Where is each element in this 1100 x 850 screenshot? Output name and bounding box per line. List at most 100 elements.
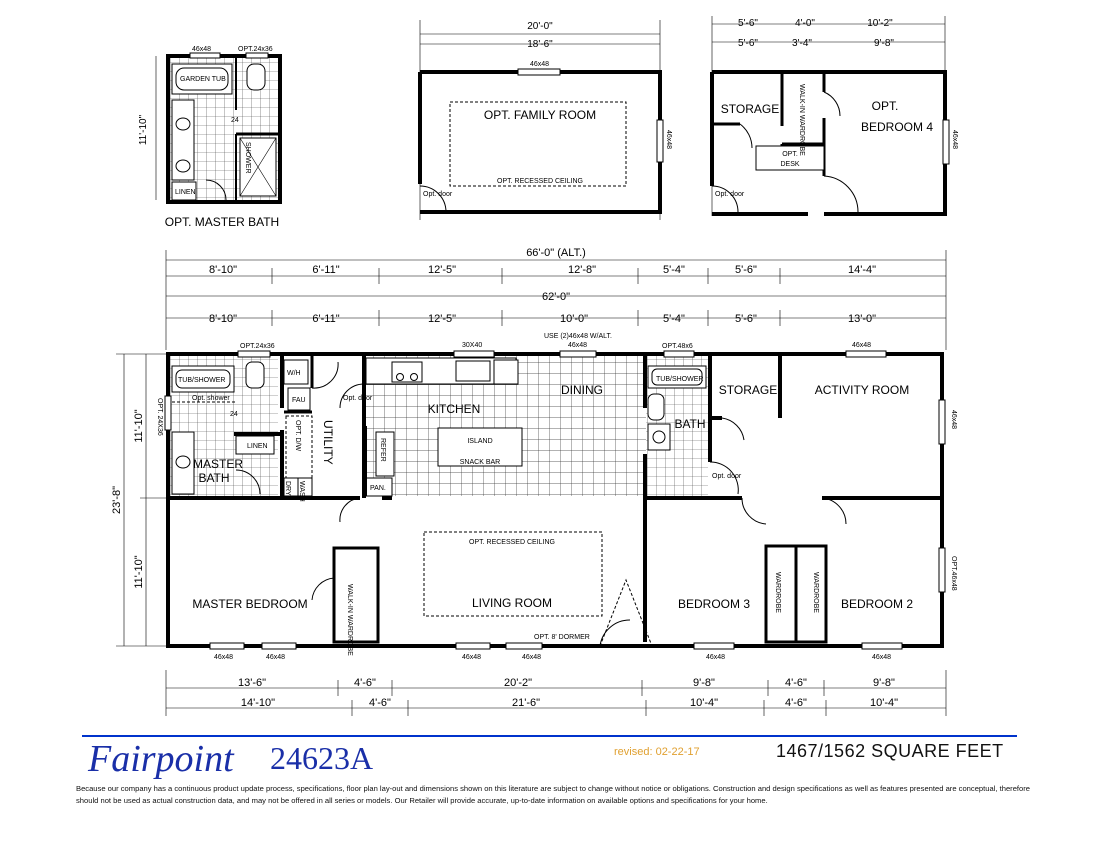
dryer-label: DRY (284, 481, 291, 496)
window-label: 46x48 (462, 654, 481, 661)
brand-name: Fairpoint (88, 738, 234, 780)
water-heater-label: W/H (287, 370, 301, 377)
bottom-dim-row2: 14'-10" 4'-6" 21'-6" 10'-4" 4'-6" 10'-4" (241, 697, 898, 709)
dimension-label: 6'-11" (312, 313, 339, 325)
dimension-label: 5'-4" (663, 313, 685, 325)
dimension-label: 10'-4" (690, 697, 718, 709)
dimension-label: 4'-6" (369, 697, 391, 709)
linen-label: LINEN (175, 189, 196, 196)
dimension-label: 11'-10" (138, 114, 149, 145)
dimension-label: 9'-8" (693, 677, 715, 689)
bottom-dimensions (165, 670, 947, 716)
dimension-label: 12'-5" (428, 264, 456, 276)
window-label: OPT.24x36 (240, 343, 275, 350)
dimension-label: 9'-8" (874, 38, 894, 49)
overall-alt-dimension: 66'-0" (ALT.) (526, 247, 586, 259)
family-room-label: OPT. FAMILY ROOM (484, 108, 596, 122)
overall-dimension: 62'-0" (542, 291, 570, 303)
width-label: 24 (231, 117, 239, 124)
top-dimensions (165, 250, 947, 350)
storage-label: STORAGE (719, 383, 777, 397)
dimension-label: 10'-4" (870, 697, 898, 709)
dimension-label: 4'-6" (785, 697, 807, 709)
dormer-label: OPT. 8' DORMER (534, 634, 590, 641)
dimension-label: 12'-8" (568, 264, 596, 276)
dimension-label: 20'-0" (527, 21, 553, 32)
window-label: OPT.24x36 (238, 46, 273, 53)
wardrobe-label: WALK-IN WARDROBE (798, 84, 805, 156)
window-label: 46x48 (522, 654, 541, 661)
tub-shower-label: TUB/SHOWER (656, 376, 703, 383)
disclaimer-text: Because our company has a continuous pro… (76, 784, 1030, 805)
window-label: 30X40 (462, 342, 482, 349)
dimension-label: 6'-11" (312, 264, 339, 276)
bedroom3-label: BEDROOM 3 (678, 597, 750, 611)
footer-rule (82, 735, 1017, 737)
island-label: ISLAND (467, 438, 492, 445)
recessed-ceiling-label: OPT. RECESSED CEILING (497, 178, 583, 185)
wardrobe-label: WALK-IN WARDROBE (346, 584, 353, 656)
window-label: 46x48 (951, 130, 958, 149)
master-bath-label: BATH (198, 471, 229, 485)
dimension-label: 4'-6" (354, 677, 376, 689)
main-floor-plan: KITCHEN DINING STORAGE ACTIVITY ROOM MAS… (156, 333, 957, 661)
opt-door-label: Opt. door (712, 473, 742, 480)
storage-label: STORAGE (721, 102, 779, 116)
window-note-label: USE (2)46x48 W/ALT. (544, 333, 612, 340)
dimension-label: 5'-6" (738, 18, 758, 29)
living-room-label: LIVING ROOM (472, 596, 552, 610)
bottom-dim-row1: 13'-6" 4'-6" 20'-2" 9'-8" 4'-6" 9'-8" (238, 677, 895, 689)
dimension-label: 10'-0" (560, 313, 588, 325)
opt-master-bath-plan: 46x48 OPT.24x36 GARDEN TUB SHOWER LINEN … (138, 46, 282, 229)
bedroom2-label: BEDROOM 2 (841, 597, 913, 611)
window-label: OPT.48x6 (662, 343, 693, 350)
dimension-label: 5'-4" (663, 264, 685, 276)
desk-label: OPT. (782, 151, 798, 158)
dimension-label: 9'-8" (873, 677, 895, 689)
dimension-label: 13'-6" (238, 677, 266, 689)
dining-label: DINING (561, 383, 603, 397)
desk-label: DESK (780, 161, 799, 168)
dimension-label: 13'-0" (848, 313, 876, 325)
opt-family-room-plan: 20'-0" 18'-6" 46x48 46x48 OPT. FAMILY RO… (418, 20, 672, 220)
window-label: 46x48 (706, 654, 725, 661)
window-label: 46x48 (852, 342, 871, 349)
width-label: 24 (230, 411, 238, 418)
dimension-label: 3'-4" (792, 38, 812, 49)
window-label: 46x48 (192, 46, 211, 53)
window-label: 46x48 (665, 130, 672, 149)
dimension-label: 10'-2" (867, 18, 893, 29)
dimension-label: 4'-6" (785, 677, 807, 689)
opt-shower-label: Opt. shower (192, 395, 230, 402)
dimension-label: 11'-10" (133, 409, 145, 442)
bath-label: BATH (674, 417, 705, 431)
top-dim-row2: 8'-10" 6'-11" 12'-5" 10'-0" 5'-4" 5'-6" … (209, 313, 876, 325)
window-label: 46x48 (950, 410, 957, 429)
dishwasher-label: OPT. D/W (294, 420, 301, 452)
window-label: 46x48 (214, 654, 233, 661)
dimension-label: 4'-0" (795, 18, 815, 29)
washer-label: WASH (298, 481, 305, 502)
refer-label: REFER (379, 438, 386, 462)
left-dimensions: 23'-8" 11'-10" 11'-10" (111, 353, 168, 647)
dimension-label: 12'-5" (428, 313, 456, 325)
dimension-label: 18'-6" (527, 39, 553, 50)
opt-door-label: Opt. door (343, 395, 373, 402)
wardrobe-label: WARDROBE (812, 572, 819, 613)
dimension-label: 14'-4" (848, 264, 876, 276)
bedroom4-label: OPT. (872, 99, 899, 113)
window-label: 46x48 (568, 342, 587, 349)
fau-label: FAU (292, 397, 306, 404)
dimension-label: 21'-6" (512, 697, 540, 709)
dimension-label: 5'-6" (735, 264, 757, 276)
shower-label: SHOWER (244, 142, 251, 174)
window-label: OPT.46x48 (950, 556, 957, 591)
opt-door-label: Opt. door (715, 191, 745, 198)
dimension-label: 20'-2" (504, 677, 532, 689)
utility-label: UTILITY (321, 420, 335, 465)
window-label: 46x48 (872, 654, 891, 661)
window-label: 46x48 (530, 61, 549, 68)
dimension-label: 8'-10" (209, 264, 237, 276)
dimension-label: 5'-6" (738, 38, 758, 49)
